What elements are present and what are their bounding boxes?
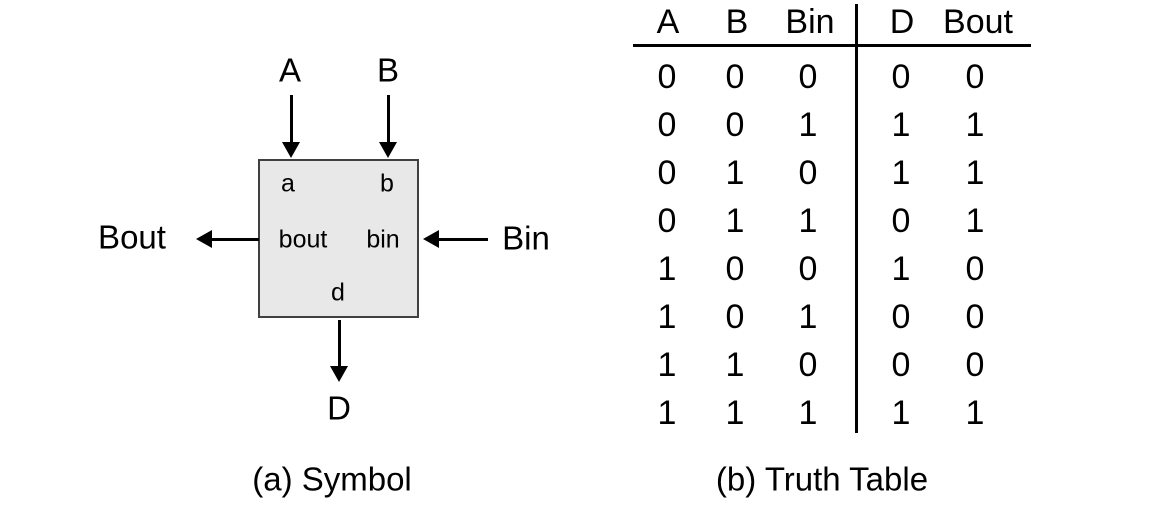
truth-table-header-a: A [656, 3, 680, 41]
truth-table-cell: 0 [657, 58, 677, 96]
pin-label-b: b [380, 169, 394, 198]
truth-table-cell: 0 [725, 250, 745, 288]
signal-label-bout: Bout [98, 218, 166, 256]
subtractor-box [258, 159, 419, 318]
truth-table-cell: 0 [725, 106, 745, 144]
truth-table-cell: 0 [657, 154, 677, 192]
truth-table-cell: 1 [725, 394, 745, 432]
pin-label-d: d [331, 278, 345, 307]
truth-table-cell: 1 [725, 154, 745, 192]
pin-label-bin: bin [366, 225, 400, 254]
truth-table-header-b: B [725, 3, 749, 41]
signal-label-d: D [327, 389, 351, 427]
truth-table-header-bin: Bin [785, 3, 835, 41]
truth-table-cell: 1 [657, 346, 677, 384]
symbol-caption: (a) Symbol [252, 460, 412, 498]
truth-table-cell: 1 [725, 202, 745, 240]
truth-table-cell: 1 [657, 298, 677, 336]
truth-table-cell: 1 [891, 250, 911, 288]
truth-table-cell: 1 [798, 298, 818, 336]
truth-table-cell: 0 [657, 202, 677, 240]
truth-table-cell: 1 [891, 106, 911, 144]
truth-table-caption: (b) Truth Table [715, 460, 929, 498]
pin-label-bout: bout [278, 225, 328, 254]
truth-table-cell: 1 [965, 202, 985, 240]
truth-table-cell: 0 [965, 58, 985, 96]
truth-table-header-bout: Bout [943, 3, 1013, 41]
truth-table-cell: 0 [891, 298, 911, 336]
truth-table-cell: 1 [725, 346, 745, 384]
truth-table-cell: 0 [891, 346, 911, 384]
truth-table-cell: 0 [891, 202, 911, 240]
truth-table-cell: 0 [798, 58, 818, 96]
pin-label-a: a [281, 169, 295, 198]
truth-table-cell: 0 [657, 106, 677, 144]
truth-table-cell: 0 [798, 250, 818, 288]
truth-table-cell: 0 [965, 250, 985, 288]
truth-table-cell: 0 [725, 58, 745, 96]
truth-table-header-rule [633, 44, 1031, 47]
truth-table-cell: 0 [965, 298, 985, 336]
truth-table-cell: 1 [965, 106, 985, 144]
truth-table-cell: 1 [891, 154, 911, 192]
truth-table-cell: 1 [798, 394, 818, 432]
truth-table-cell: 0 [798, 346, 818, 384]
truth-table-cell: 0 [798, 154, 818, 192]
truth-table-cell: 0 [725, 298, 745, 336]
truth-table-cell: 1 [657, 394, 677, 432]
truth-table-cell: 1 [965, 154, 985, 192]
signal-label-bin: Bin [502, 219, 550, 257]
truth-table-cell: 1 [798, 106, 818, 144]
truth-table-header-d: D [889, 3, 915, 41]
truth-table-cell: 1 [965, 394, 985, 432]
truth-table-cell: 1 [657, 250, 677, 288]
truth-table-cell: 1 [798, 202, 818, 240]
truth-table-cell: 1 [891, 394, 911, 432]
truth-table-cell: 0 [965, 346, 985, 384]
truth-table-io-divider [855, 4, 858, 433]
signal-label-a: A [278, 51, 302, 89]
truth-table-cell: 0 [891, 58, 911, 96]
signal-label-b: B [376, 51, 400, 89]
